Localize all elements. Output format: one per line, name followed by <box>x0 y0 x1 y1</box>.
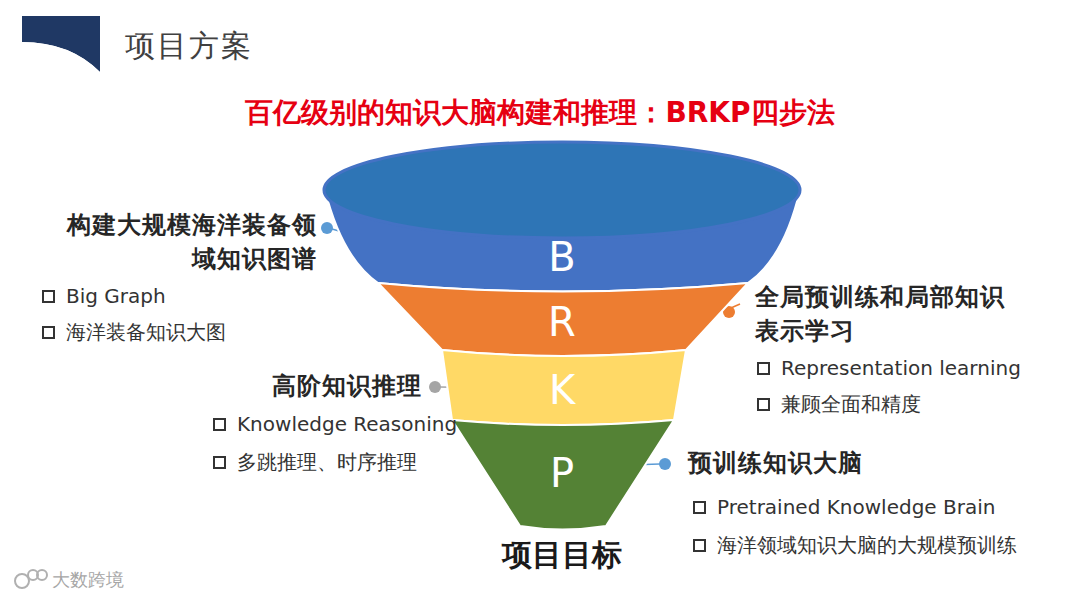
bullet-item: Pretrained Knowledge Brain <box>691 494 995 520</box>
watermark-icon <box>15 570 47 588</box>
slide-heading: 百亿级别的知识大脑构建和推理：BRKP四步法 <box>0 94 1080 132</box>
band-letter: P <box>532 449 592 497</box>
bullet-item: Representation learning <box>755 355 1021 381</box>
section-title: 项目方案 <box>125 26 253 67</box>
funnel-band: B <box>318 138 808 298</box>
step-heading: 全局预训练和局部知识 表示学习 <box>755 280 1055 348</box>
bullet-item: 海洋装备知识大图 <box>40 319 226 345</box>
band-outline <box>452 420 674 530</box>
bullet-item: 海洋领域知识大脑的大规模预训练 <box>691 532 1017 558</box>
bullet-item: 兼顾全面和精度 <box>755 391 921 417</box>
leader-dot <box>429 381 441 393</box>
band-letter: K <box>532 366 592 414</box>
funnel-mouth <box>324 142 800 238</box>
step-heading: 高阶知识推理 <box>150 369 422 403</box>
funnel-band: R <box>368 280 758 365</box>
watermark-ring <box>37 570 47 580</box>
leader-dot <box>659 458 671 470</box>
band-outline <box>378 283 748 356</box>
corner-cut <box>22 42 100 72</box>
funnel-band: P <box>448 416 680 536</box>
goal-label: 项目目标 <box>442 535 682 576</box>
step-heading: 构建大规模海洋装备领 域知识图谱 <box>30 208 317 276</box>
step-heading: 预训练知识大脑 <box>688 446 988 480</box>
bullet-item: Knowledge Reasoning <box>211 411 457 437</box>
bullet-item: 多跳推理、时序推理 <box>211 449 417 475</box>
band-letter: B <box>532 233 592 281</box>
leader-dot <box>321 222 333 234</box>
band-outline <box>442 350 686 425</box>
band-letter: R <box>532 298 592 346</box>
watermark-ring <box>15 574 29 588</box>
watermark: 大数跨境 <box>52 568 124 592</box>
corner-mark <box>22 16 100 72</box>
bullet-item: Big Graph <box>40 283 166 309</box>
